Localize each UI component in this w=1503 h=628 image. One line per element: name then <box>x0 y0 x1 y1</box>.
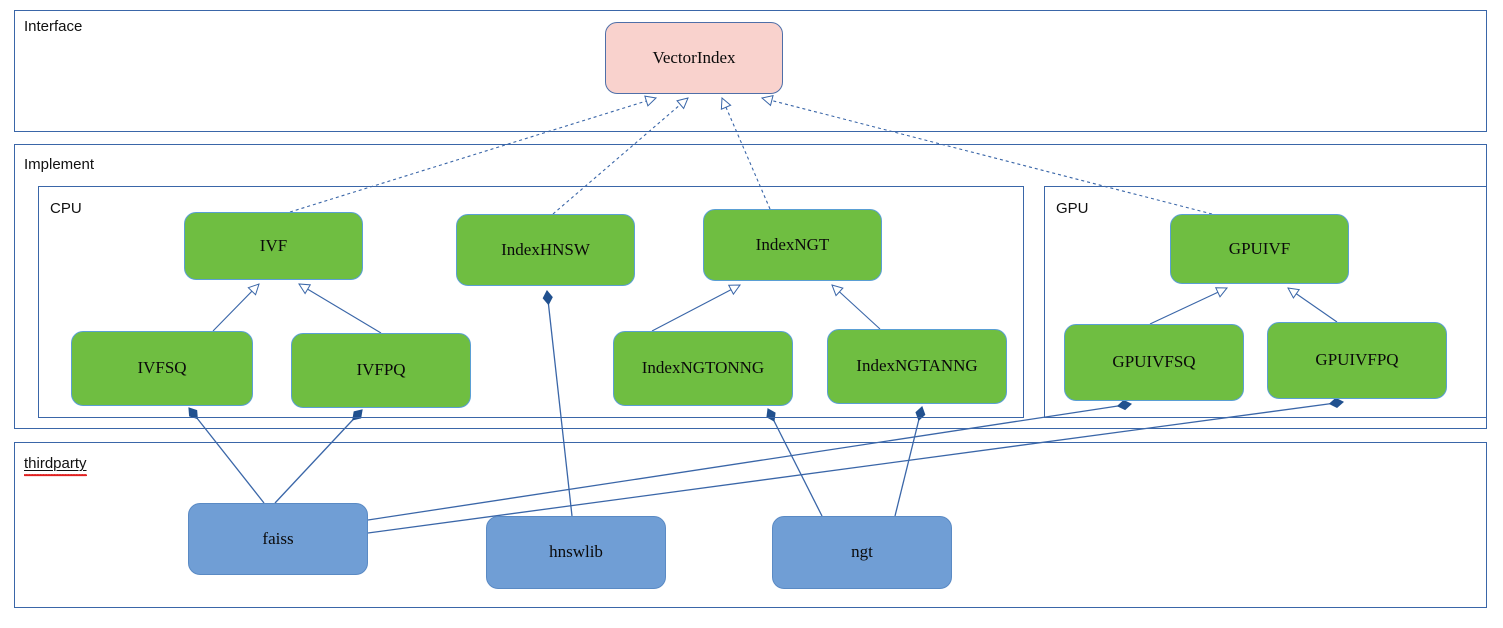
frame-cpu <box>38 186 1024 418</box>
node-hnswlib[interactable]: hnswlib <box>486 516 666 589</box>
node-indexngt[interactable]: IndexNGT <box>703 209 882 281</box>
frame-label-interface: Interface <box>24 18 83 35</box>
spellcheck-squiggle-icon <box>24 474 87 477</box>
node-ivfpq[interactable]: IVFPQ <box>291 333 471 408</box>
node-faiss[interactable]: faiss <box>188 503 368 575</box>
frame-label-implement: Implement <box>24 156 95 173</box>
node-indexhnsw[interactable]: IndexHNSW <box>456 214 635 286</box>
node-indexngtonng[interactable]: IndexNGTONNG <box>613 331 793 406</box>
node-ivf[interactable]: IVF <box>184 212 363 280</box>
node-gpuivfpq[interactable]: GPUIVFPQ <box>1267 322 1447 399</box>
node-vectorindex[interactable]: VectorIndex <box>605 22 783 94</box>
node-ngt[interactable]: ngt <box>772 516 952 589</box>
frame-thirdparty <box>14 442 1487 608</box>
frame-label-thirdparty: thirdparty <box>24 455 87 477</box>
frame-label-cpu: CPU <box>50 200 82 217</box>
node-ivfsq[interactable]: IVFSQ <box>71 331 253 406</box>
node-gpuivf[interactable]: GPUIVF <box>1170 214 1349 284</box>
frame-label-gpu: GPU <box>1056 200 1089 217</box>
frame-gpu <box>1044 186 1487 418</box>
node-indexngtanng[interactable]: IndexNGTANNG <box>827 329 1007 404</box>
node-gpuivfsq[interactable]: GPUIVFSQ <box>1064 324 1244 401</box>
frame-interface <box>14 10 1487 132</box>
